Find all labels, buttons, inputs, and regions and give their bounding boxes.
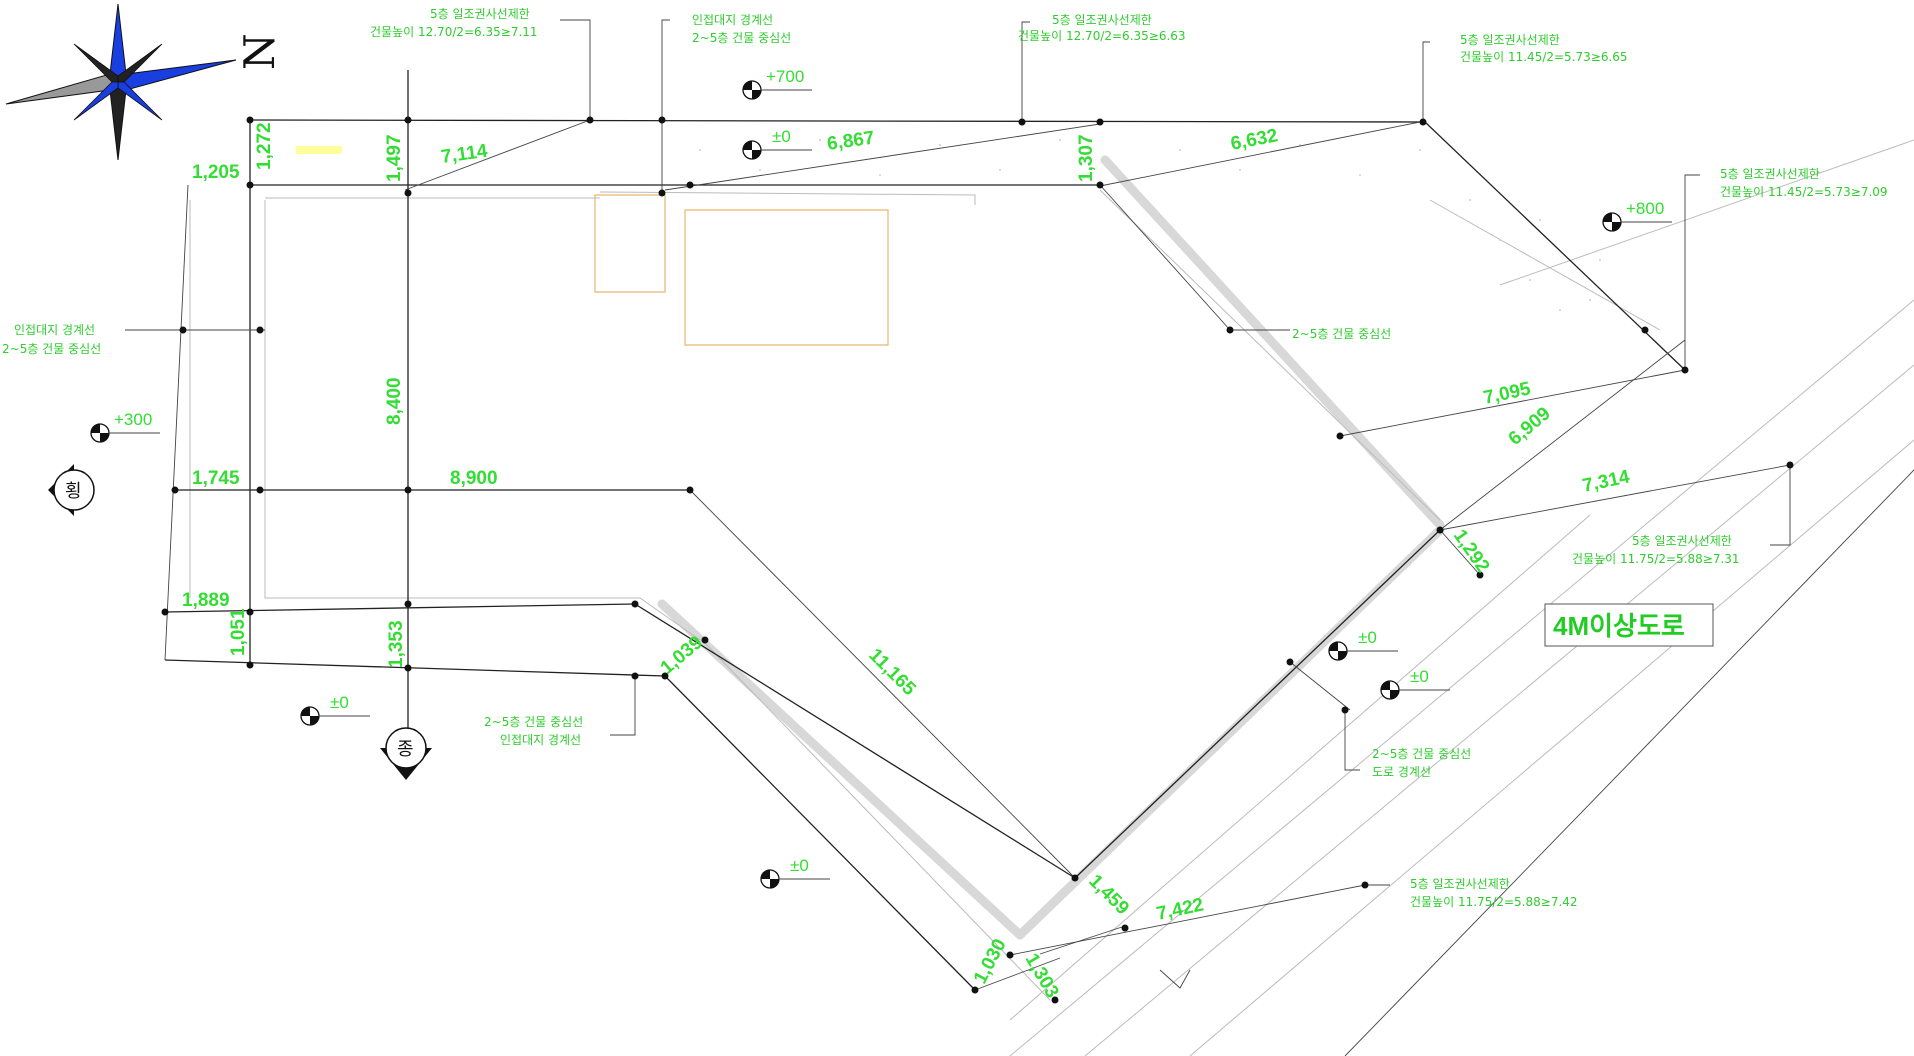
dimension-label: 7,314 <box>1581 466 1632 497</box>
section-mark-label: 종 <box>397 739 414 760</box>
dimension-label: 1,353 <box>386 620 407 668</box>
annotation-note: 5층 일조권사선제한 <box>1460 33 1560 47</box>
dimension-label: 1,030 <box>970 936 1011 988</box>
level-label: ±0 <box>790 856 809 875</box>
level-label: ±0 <box>1358 628 1377 647</box>
annotation-note: 도로 경계선 <box>1372 765 1431 779</box>
road-band <box>657 139 1914 1056</box>
dimension-label: 1,745 <box>192 468 240 489</box>
dimension-label: 7,114 <box>440 141 489 168</box>
annotation-note: 2~5층 건물 중심선 <box>1292 327 1391 341</box>
dimension-label: 11,165 <box>864 645 920 701</box>
building-outline <box>189 189 1441 641</box>
level-label: ±0 <box>1410 667 1429 686</box>
annotation-note: 2~5층 건물 중심선 <box>2 342 101 356</box>
level-label: ±0 <box>772 127 791 146</box>
lot-boundary-lines <box>164 119 1914 1056</box>
arrow-icon <box>1159 969 1191 989</box>
annotation-note: 5층 일조권사선제한 <box>1720 167 1820 181</box>
dimension-label: 7,422 <box>1155 894 1206 924</box>
level-marker-icons <box>90 80 1672 889</box>
dimension-label: 1,497 <box>384 134 405 182</box>
annotation-note: 2~5층 건물 중심선 <box>1372 747 1471 761</box>
dimension-label: 1,307 <box>1076 134 1097 182</box>
dimension-label: 1,459 <box>1084 871 1132 919</box>
annotation-note: 인접대지 경계선 <box>500 733 581 747</box>
level-label: +700 <box>766 67 804 86</box>
annotation-note: 건물높이 11.75/2=5.88≥7.31 <box>1572 552 1740 566</box>
annotation-note: 2~5층 건물 중심선 <box>692 31 791 45</box>
annotation-note: 5층 일조권사선제한 <box>1052 13 1152 27</box>
section-mark-label: 횡 <box>65 481 82 502</box>
dimension-label: 1,205 <box>192 162 240 183</box>
dimension-label: 8,900 <box>450 468 498 489</box>
section-mark-west-icon: 횡 <box>48 464 95 516</box>
level-label: +300 <box>114 410 152 429</box>
dimension-label: 8,400 <box>384 377 405 425</box>
dimension-label: 1,889 <box>182 590 230 611</box>
dimension-label: 1,272 <box>254 122 275 170</box>
annotation-note: 건물높이 11.45/2=5.73≥7.09 <box>1720 185 1888 199</box>
annotation-note: 건물높이 12.70/2=6.35≥7.11 <box>370 25 538 39</box>
annotation-note: 5층 일조권사선제한 <box>1410 877 1510 891</box>
north-arrow-compass-icon <box>5 3 237 161</box>
level-label: +800 <box>1626 199 1664 218</box>
annotation-note: 건물높이 11.75/2=5.88≥7.42 <box>1410 895 1578 909</box>
annotation-note: 2~5층 건물 중심선 <box>484 715 583 729</box>
annotation-note: 건물높이 11.45/2=5.73≥6.65 <box>1460 50 1628 64</box>
setback-hatch <box>699 139 1601 311</box>
dimension-label: 6,632 <box>1229 125 1280 155</box>
leader-lines <box>125 19 1791 886</box>
dimension-label: 1,051 <box>228 608 249 656</box>
annotation-note: 인접대지 경계선 <box>692 13 773 27</box>
dimension-label: 6,909 <box>1505 403 1555 450</box>
annotation-note: 5층 일조권사선제한 <box>1632 534 1732 548</box>
section-mark-south-icon: 종 <box>380 727 432 780</box>
road-label-box <box>1544 603 1714 647</box>
highlight-mark <box>296 146 342 154</box>
dimension-label: 1,292 <box>1449 526 1493 577</box>
dimension-points <box>161 116 1794 1004</box>
dimension-lines <box>175 70 1791 991</box>
dimension-label: 6,867 <box>826 128 876 155</box>
annotation-note: 건물높이 12.70/2=6.35≥6.63 <box>1018 29 1186 43</box>
road-label: 4M이상도로 <box>1553 611 1685 641</box>
annotation-note: 인접대지 경계선 <box>14 323 95 337</box>
dimension-label: 7,095 <box>1482 378 1533 409</box>
north-label: N <box>235 33 284 70</box>
level-label: ±0 <box>330 693 349 712</box>
annotation-note: 5층 일조권사선제한 <box>430 7 530 21</box>
